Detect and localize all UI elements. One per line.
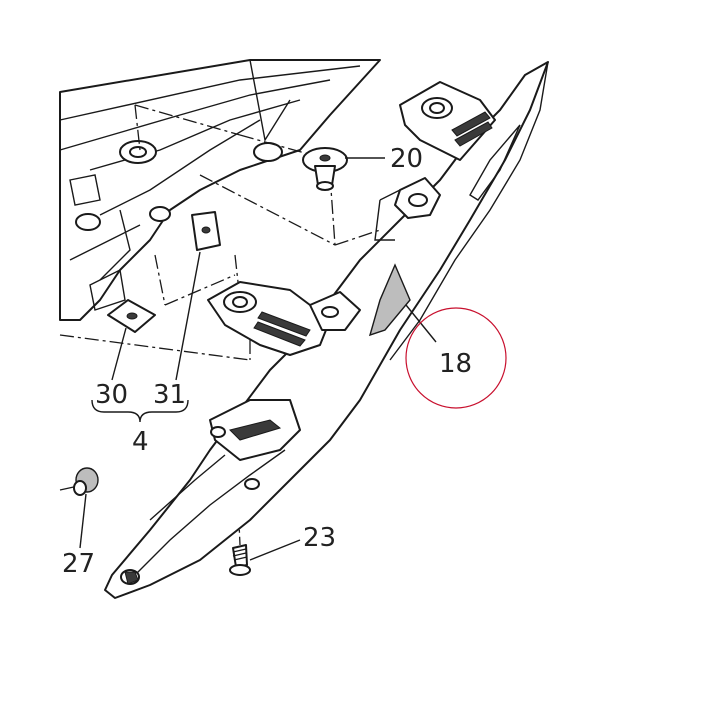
callout-23: 23 bbox=[303, 523, 336, 553]
group-brace bbox=[91, 399, 189, 423]
frame-assembly bbox=[59, 59, 381, 321]
grommet-part-27 bbox=[73, 467, 99, 496]
callout-18: 18 bbox=[439, 349, 472, 379]
bolt-part-20 bbox=[302, 147, 348, 191]
callout-30: 30 bbox=[95, 380, 128, 410]
callout-27: 27 bbox=[62, 549, 95, 579]
callout-20: 20 bbox=[390, 144, 423, 174]
highlight-circle bbox=[405, 307, 507, 409]
clip-part-30 bbox=[107, 299, 156, 333]
callout-31: 31 bbox=[153, 380, 186, 410]
screw-part-23 bbox=[229, 544, 251, 576]
nut-part-31 bbox=[191, 211, 221, 251]
callout-4: 4 bbox=[132, 427, 149, 457]
leader-lines bbox=[79, 157, 437, 561]
lower-mounting-plate bbox=[207, 281, 361, 356]
upper-mounting-plate bbox=[374, 81, 496, 241]
